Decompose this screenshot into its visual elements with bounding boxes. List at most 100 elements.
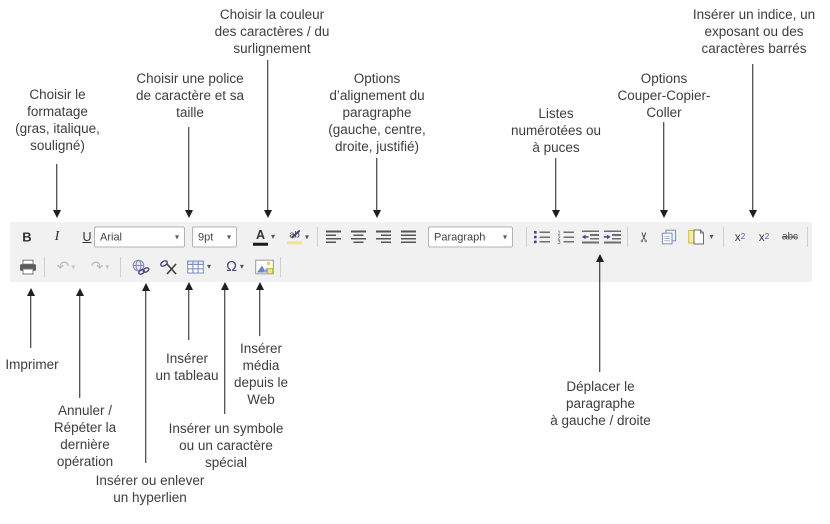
highlight-letters: ab	[289, 229, 301, 240]
cut-button[interactable]: ✂	[633, 230, 655, 244]
bullet-list-icon	[534, 231, 550, 244]
align-center-button[interactable]	[346, 230, 371, 244]
chevron-down-icon: ▾	[709, 232, 714, 241]
chevron-down-icon: ▾	[270, 232, 275, 241]
chevron-down-icon: ▾	[71, 262, 76, 271]
bold-button[interactable]: B	[18, 230, 36, 245]
text-color-letter: A	[255, 227, 265, 242]
chevron-down-icon: ▾	[105, 262, 110, 271]
subscript-label: x	[734, 230, 741, 244]
link-globe-icon	[132, 259, 149, 275]
arrow-clipboard	[659, 122, 668, 218]
media-icon	[254, 259, 274, 275]
chevron-down-icon: ▾	[206, 262, 211, 271]
highlight-color-button[interactable]: ab ▾	[282, 229, 314, 244]
printer-icon	[20, 259, 36, 275]
annotation-media: Insérer média depuis le Web	[233, 341, 289, 407]
toolbar-separator	[44, 257, 45, 277]
arrow-indent	[595, 254, 604, 372]
annotation-print: Imprimer	[5, 357, 59, 372]
chevron-down-icon: ▾	[239, 262, 244, 271]
strikethrough-button[interactable]: abc	[777, 232, 803, 243]
annotation-hyperlink: Insérer ou enlever un hyperlien	[95, 473, 205, 505]
underline-label: U	[82, 230, 92, 244]
special-char-button[interactable]: Ω▾	[218, 259, 252, 275]
toolbar-row-2: ↶▾ ↷▾ ▾ Ω▾	[10, 252, 812, 282]
text-color-icon: A	[252, 227, 268, 246]
italic-button[interactable]: I	[48, 229, 66, 245]
paste-icon	[688, 229, 705, 245]
chevron-down-icon: ▾	[226, 232, 231, 241]
omega-icon: Ω	[226, 259, 237, 275]
arrow-symbol	[220, 282, 229, 414]
scissors-icon: ✂	[635, 231, 652, 243]
table-icon	[187, 260, 204, 274]
outdent-button[interactable]	[579, 230, 601, 244]
insert-link-button[interactable]	[128, 259, 152, 275]
chevron-down-icon: ▾	[174, 232, 179, 241]
undo-button[interactable]: ↶▾	[50, 260, 82, 275]
svg-text:2: 2	[558, 235, 561, 241]
italic-label: I	[54, 229, 60, 244]
indent-icon	[603, 230, 621, 244]
toolbar-separator	[280, 257, 281, 277]
align-justify-button[interactable]	[396, 230, 421, 244]
font-family-value: Arial	[100, 231, 123, 243]
redo-button[interactable]: ↷▾	[84, 260, 116, 275]
paragraph-style-select[interactable]: Paragraph ▾	[428, 226, 513, 248]
align-right-button[interactable]	[371, 230, 396, 244]
insert-table-button[interactable]: ▾	[182, 260, 216, 274]
arrow-table	[184, 282, 193, 340]
copy-button[interactable]	[658, 229, 680, 245]
toolbar-separator	[526, 227, 527, 247]
align-right-icon	[375, 230, 391, 244]
toolbar-separator	[627, 227, 628, 247]
arrow-media	[255, 282, 264, 336]
arrow-alignment	[372, 158, 381, 218]
strikethrough-label: abc	[781, 231, 799, 243]
svg-text:3: 3	[558, 240, 561, 244]
print-button[interactable]	[16, 259, 40, 275]
underline-button[interactable]: U	[78, 230, 96, 244]
font-size-value: 9pt	[198, 231, 214, 243]
text-color-button[interactable]: A ▾	[248, 229, 280, 246]
arrow-color	[263, 60, 272, 218]
arrow-formatting	[52, 164, 61, 218]
chevron-down-icon: ▾	[304, 232, 309, 241]
bold-label: B	[22, 229, 32, 245]
arrow-undo-redo	[75, 288, 84, 398]
svg-text:1: 1	[558, 231, 561, 237]
arrow-font	[184, 127, 193, 218]
remove-link-button[interactable]	[156, 259, 180, 275]
annotation-alignment: Options d’alignement du paragraphe (gauc…	[328, 71, 426, 154]
font-size-select[interactable]: 9pt ▾	[192, 226, 237, 248]
align-left-button[interactable]	[321, 230, 346, 244]
insert-media-button[interactable]	[252, 259, 276, 275]
annotation-sub-sup: Insérer un indice, un exposant ou des ca…	[692, 7, 816, 56]
bullet-list-button[interactable]	[531, 230, 553, 244]
font-family-select[interactable]: Arial ▾	[94, 226, 185, 248]
redo-icon: ↷	[90, 258, 104, 276]
annotation-color: Choisir la couleur des caractères / du s…	[214, 7, 330, 56]
text-color-bar	[252, 242, 268, 246]
annotation-indent: Déplacer le paragraphe à gauche / droite	[550, 379, 651, 428]
arrow-hyperlink	[141, 283, 150, 463]
toolbar-separator	[807, 227, 808, 247]
arrow-lists	[551, 158, 560, 218]
paste-button[interactable]: ▾	[683, 229, 719, 245]
align-justify-icon	[400, 230, 416, 244]
outdent-icon	[581, 230, 599, 244]
paragraph-style-value: Paragraph	[434, 231, 486, 243]
annotation-table: Insérer un tableau	[155, 351, 219, 383]
annotation-undo-redo: Annuler / Répéter la dernière opération	[53, 403, 117, 469]
copy-icon	[661, 229, 677, 245]
superscript-label: x	[758, 230, 765, 244]
editor-toolbar: B I U Arial ▾ 9pt ▾ A ▾ ab	[10, 222, 812, 282]
indent-button[interactable]	[601, 230, 623, 244]
annotation-symbol: Insérer un symbole ou un caractère spéci…	[168, 421, 284, 470]
undo-icon: ↶	[56, 258, 70, 276]
